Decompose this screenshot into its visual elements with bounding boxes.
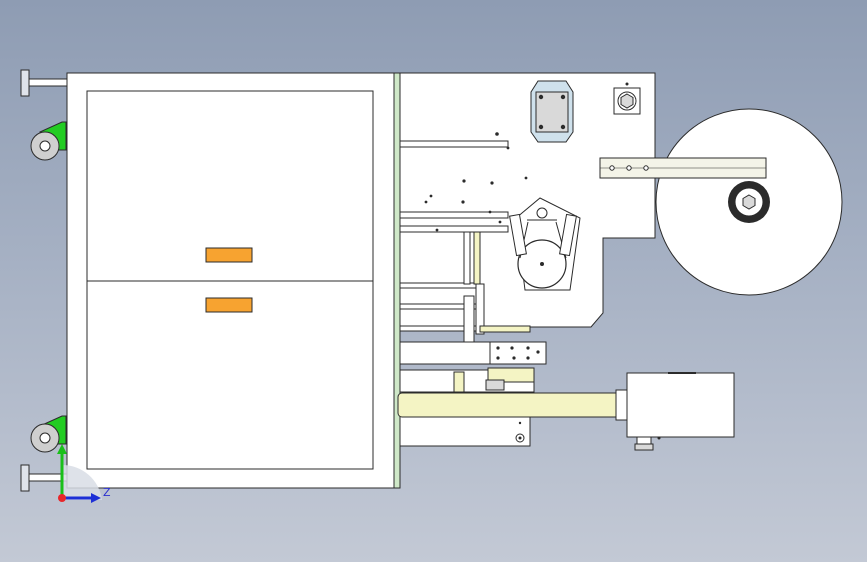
tensioner-plate [530, 80, 574, 143]
z-axis-label: Z [103, 486, 111, 499]
leveling-foot-top [20, 69, 68, 97]
plate-rails [399, 140, 509, 332]
cylinder-rod [397, 389, 629, 421]
leveling-foot-bottom [20, 464, 68, 492]
caster-wheel-top [30, 121, 67, 161]
pulley-assembly [509, 197, 581, 291]
cylinder-body [626, 372, 735, 451]
material-roll [599, 108, 843, 296]
frame-strip [393, 72, 401, 489]
mounting-holes [424, 132, 528, 232]
door-handle-upper [205, 247, 253, 263]
coordinate-triad: Z [57, 444, 111, 503]
door-handle-lower [205, 297, 253, 313]
x-axis-dot [58, 494, 66, 502]
lower-plate [399, 415, 531, 447]
cabinet-body [66, 72, 395, 489]
cylinder-bracket [399, 367, 535, 393]
caster-wheel-bottom [30, 415, 67, 453]
slide-bar [399, 325, 547, 365]
hex-fitting [613, 82, 641, 115]
vertical-uprights [463, 231, 485, 343]
